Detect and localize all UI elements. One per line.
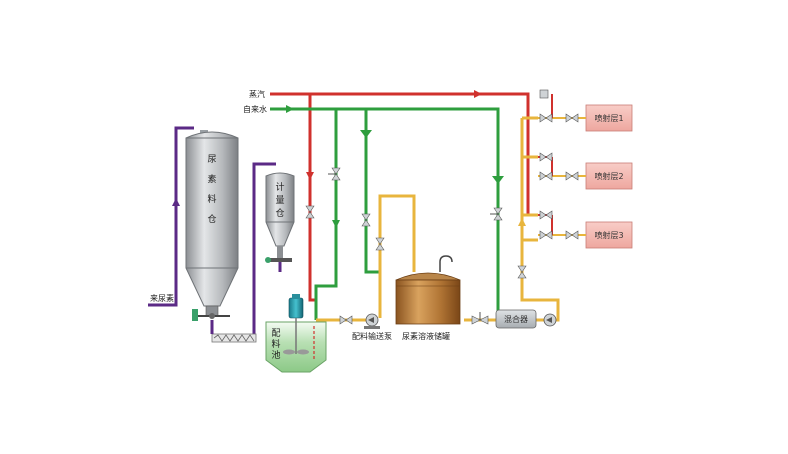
spray-layer-label: 喷射层3 [594, 230, 623, 240]
incoming-urea-label: 来尿素 [150, 293, 174, 303]
metering-bin-label-char: 计 [275, 181, 284, 193]
batching-pump[interactable] [364, 313, 380, 329]
batching-tank-label-char: 料 [271, 338, 280, 350]
agitator [283, 294, 309, 355]
silo-label-char: 尿 [207, 154, 216, 165]
batching-pump-label: 配料输送泵 [352, 331, 392, 341]
water-valve-storage[interactable] [361, 213, 371, 227]
metering-bin: 计 量 仓 [265, 172, 295, 247]
water-line-label: 自来水 [243, 104, 267, 114]
storage-tank-label: 尿素溶液储罐 [402, 331, 450, 341]
urea-storage-tank [395, 255, 461, 325]
steam-valve[interactable] [305, 205, 315, 219]
recirc-valve[interactable] [375, 237, 385, 251]
spray-layer-1-valves[interactable] [539, 89, 579, 123]
urea-silo: 尿 素 料 仓 [185, 130, 239, 317]
batching-outlet-valve[interactable] [339, 315, 353, 325]
mixer: 混合器 [495, 309, 537, 329]
spray-layer-2: 喷射层2 [585, 162, 633, 190]
water-valve-batching[interactable] [328, 167, 341, 181]
batching-tank-label-char: 配 [271, 328, 280, 339]
storage-outlet-valve[interactable] [471, 312, 489, 325]
silo-outlet-valve[interactable] [192, 309, 230, 321]
water-line [270, 105, 504, 320]
water-valve-mixer[interactable] [490, 207, 503, 221]
metering-bin-outlet-valve[interactable] [265, 246, 292, 263]
steam-line-label: 蒸汽 [249, 89, 265, 99]
batching-tank-label-char: 池 [271, 349, 280, 361]
spray-feed-lines [538, 94, 586, 236]
spray-layer-1: 喷射层1 [585, 104, 633, 132]
spray-layer-2-valves[interactable] [539, 152, 579, 181]
metering-bin-label-char: 仓 [275, 207, 284, 219]
spray-layer-3: 喷射层3 [585, 221, 633, 249]
mixer-label: 混合器 [504, 314, 528, 324]
silo-label-char: 素 [207, 173, 216, 185]
spray-layer-3-valves[interactable] [539, 210, 579, 240]
spray-layer-label: 喷射层2 [594, 171, 623, 181]
spray-layer-label: 喷射层1 [594, 113, 623, 123]
silo-label-char: 仓 [207, 213, 216, 225]
solution-riser-valve[interactable] [517, 265, 527, 279]
silo-label-char: 料 [207, 193, 216, 205]
mixer-pump[interactable] [543, 313, 557, 327]
screw-conveyor [210, 320, 257, 343]
metering-bin-label-char: 量 [275, 195, 284, 206]
